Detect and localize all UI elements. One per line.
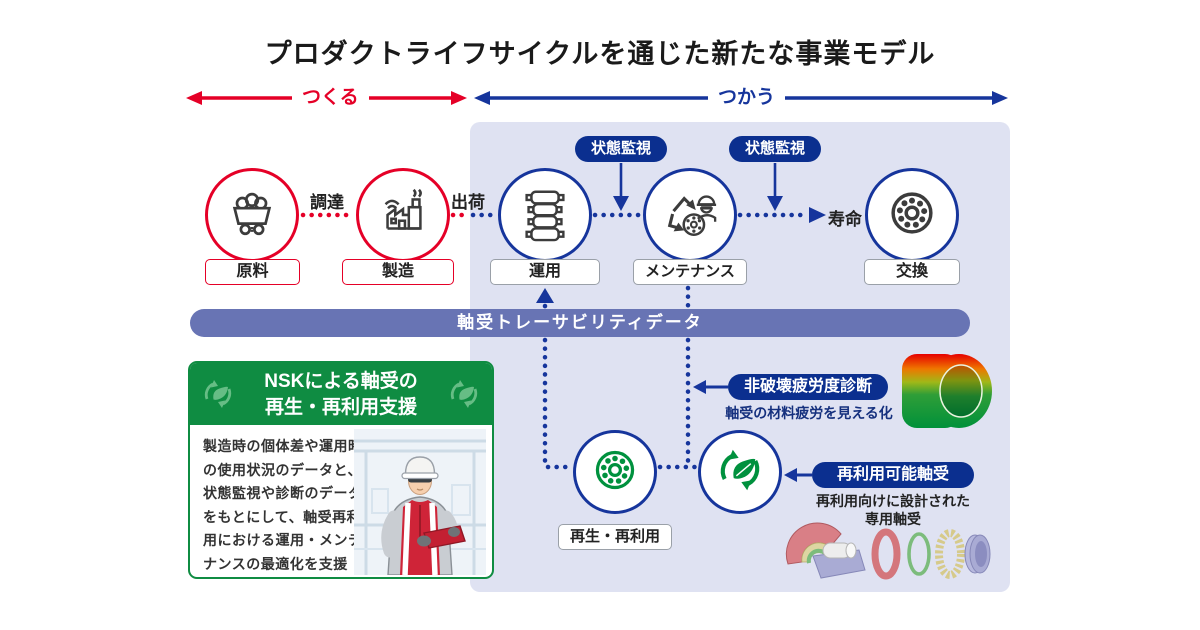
node-manufacturing [356,168,450,262]
reusable-bearing-badge: 再利用可能軸受 [812,462,974,488]
nsk-support-title-line2: 再生・再利用支援 [264,397,417,418]
node-recycle [698,430,782,514]
fatigue-diagnosis-badge: 非破壊疲労度診断 [728,374,888,400]
phase-label-use: つかう [708,86,786,110]
reusable-bearing-description-1: 再利用向けに設計された [816,493,970,509]
reusable-bearing-description-2: 専用軸受 [865,511,921,527]
label-manufacturing: 製造 [342,259,454,285]
factory-icon [374,184,432,247]
condition-monitoring-badge-1: 状態監視 [575,136,667,162]
node-operation [498,168,592,262]
phase-label-make: つくる [292,86,369,110]
edge-label-shipment: 出荷 [451,193,485,212]
traceability-data-bar: 軸受トレーサビリティデータ [190,309,970,337]
worker-illustration [354,429,486,576]
nsk-support-box: NSKによる軸受の 再生・再利用支援 製造時の個体差や運用時の使用状況のデータと… [188,361,494,579]
minecart-icon [223,184,281,247]
eco-icon [200,376,236,412]
node-regeneration-reuse [573,430,657,514]
nsk-support-title-line1: NSKによる軸受の [264,371,418,392]
node-replacement [865,168,959,262]
page-title: プロダクトライフサイクルを通じた新たな事業モデル [264,39,936,69]
fatigue-ring-illustration [892,350,1000,437]
node-maintenance [643,168,737,262]
rollers-icon [516,184,574,247]
label-operation: 運用 [490,259,600,285]
edge-label-lifetime: 寿命 [828,210,862,229]
bearing-icon [883,184,941,247]
edge-label-procurement: 調達 [310,193,344,212]
eco-icon [446,376,482,412]
label-regeneration-reuse: 再生・再利用 [558,524,672,550]
nsk-support-box-header: NSKによる軸受の 再生・再利用支援 [190,363,492,425]
fatigue-diagnosis-description: 軸受の材料疲労を見える化 [725,405,893,421]
label-replacement: 交換 [864,259,960,285]
condition-monitoring-badge-2: 状態監視 [729,136,821,162]
maintenance-worker-icon [661,184,719,247]
recycle-leaf-icon [713,443,767,502]
bearing-parts-illustration [783,518,995,589]
green-bearing-icon [588,443,642,502]
label-raw-material: 原料 [205,259,300,285]
node-raw-material [205,168,299,262]
label-maintenance: メンテナンス [633,259,747,285]
nsk-support-body-text: 製造時の個体差や運用時の使用状況のデータと、状態監視や診断のデータをもとにして、… [203,438,363,572]
